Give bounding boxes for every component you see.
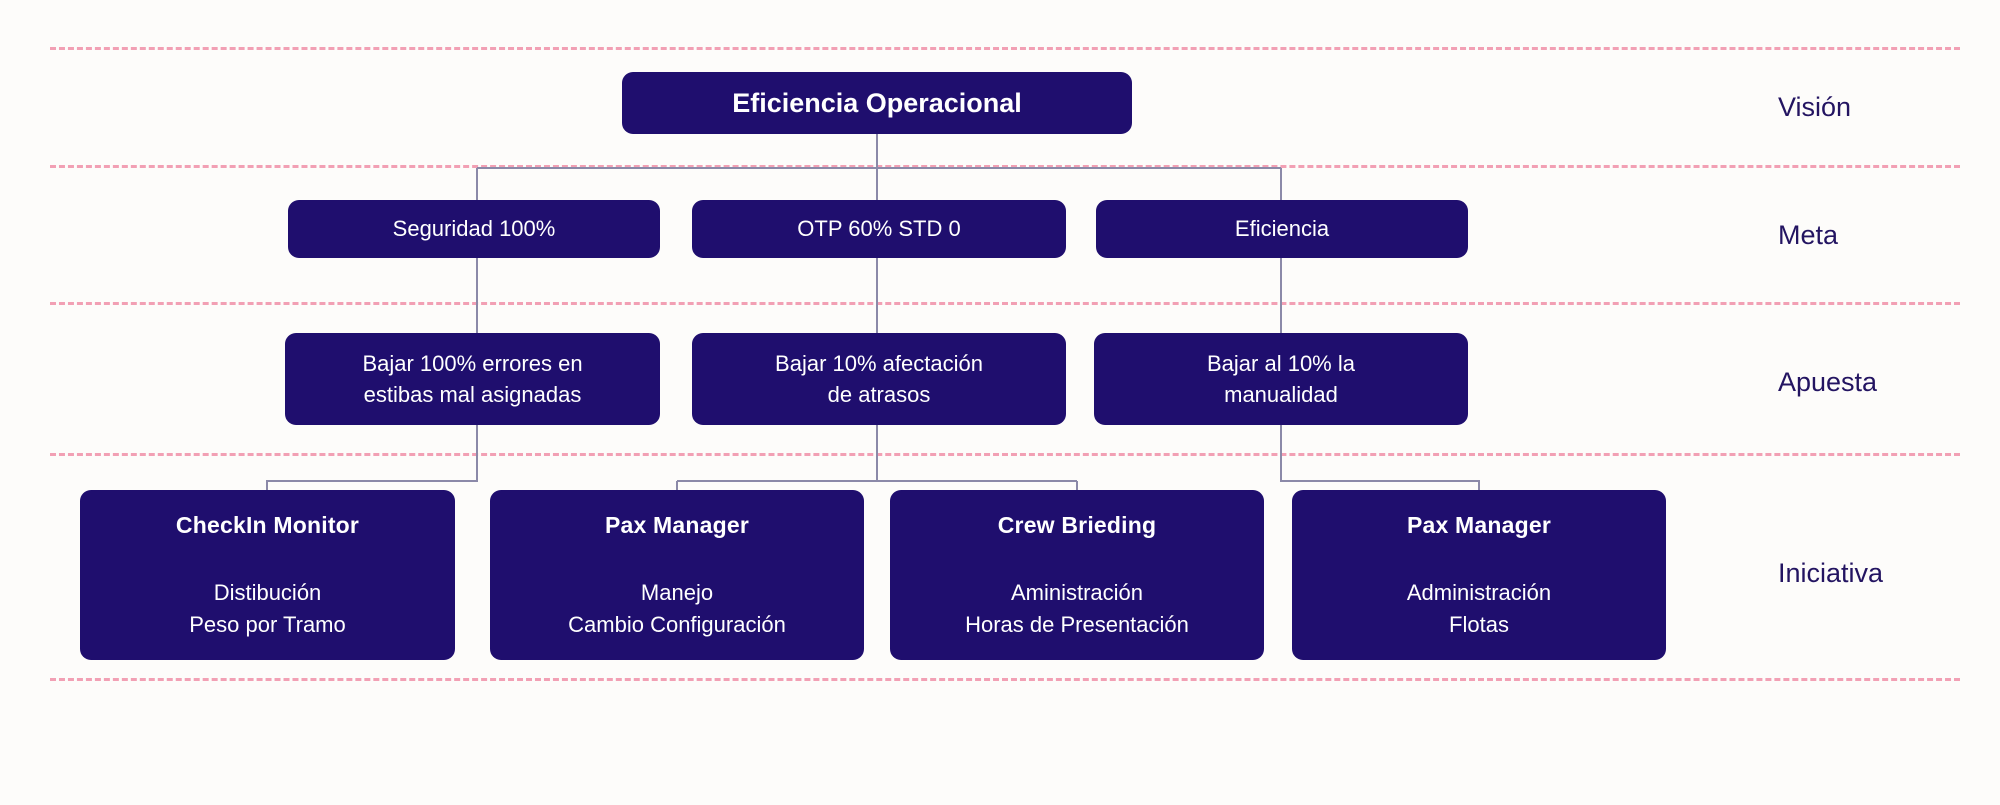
node-meta-label: OTP 60% STD 0 [797,216,961,241]
node-iniciativa-line1: Aministración [1010,580,1144,606]
node-vision-label: Eficiencia Operacional [732,87,1022,118]
node-iniciativa-line1: Distibución [213,580,322,606]
band-divider-vision-meta [50,165,1960,168]
node-iniciativa-crew-brieding[interactable]: Crew Brieding Aministración Horas de Pre… [890,490,1264,660]
node-apuesta-line1: Bajar al 10% la [1207,350,1355,376]
band-label-vision: Visión [1778,92,1852,122]
node-apuesta-line1: Bajar 10% afectación [775,350,983,376]
node-meta-label: Seguridad 100% [392,216,556,241]
node-apuesta-manualidad[interactable]: Bajar al 10% la manualidad [1094,333,1468,425]
node-iniciativa-pax-manager-flotas[interactable]: Pax Manager Administración Flotas [1292,490,1666,660]
node-iniciativa-title: CheckIn Monitor [175,512,360,539]
band-divider-apuesta-iniciativa [50,453,1960,456]
node-apuesta-line2: estibas mal asignadas [363,382,582,407]
band-label-meta: Meta [1778,220,1839,250]
node-apuesta-line2: de atrasos [827,382,931,407]
node-apuesta-estibas[interactable]: Bajar 100% errores en estibas mal asigna… [285,333,660,425]
band-divider-meta-apuesta [50,302,1960,305]
node-apuesta-line1: Bajar 100% errores en [362,350,583,376]
node-meta-eficiencia[interactable]: Eficiencia [1096,200,1468,258]
connector-apuesta2-to-ini3 [1280,425,1480,490]
node-iniciativa-line2: Flotas [1449,611,1509,637]
node-meta-label: Eficiencia [1234,216,1330,241]
node-iniciativa-line2: Horas de Presentación [965,611,1189,637]
node-iniciativa-title: Pax Manager [604,512,750,539]
node-meta-seguridad[interactable]: Seguridad 100% [288,200,660,258]
node-apuesta-line2: manualidad [1224,382,1338,407]
node-iniciativa-pax-manager-configuracion[interactable]: Pax Manager Manejo Cambio Configuración [490,490,864,660]
band-label-apuesta: Apuesta [1778,367,1878,397]
node-iniciativa-title: Crew Brieding [997,512,1157,539]
band-divider-bottom [50,678,1960,681]
band-label-iniciativa: Iniciativa [1778,558,1884,588]
band-divider-top [50,47,1960,50]
node-iniciativa-checkin-monitor[interactable]: CheckIn Monitor Distibución Peso por Tra… [80,490,455,660]
node-iniciativa-line1: Manejo [640,580,714,606]
node-iniciativa-title: Pax Manager [1406,512,1552,539]
node-meta-otp[interactable]: OTP 60% STD 0 [692,200,1066,258]
node-vision-eficiencia-operacional[interactable]: Eficiencia Operacional [622,72,1132,134]
node-apuesta-atrasos[interactable]: Bajar 10% afectación de atrasos [692,333,1066,425]
node-iniciativa-line1: Administración [1406,580,1552,606]
node-iniciativa-line2: Peso por Tramo [189,611,346,637]
node-iniciativa-line2: Cambio Configuración [568,611,786,637]
connector-apuesta0-to-ini0 [266,425,478,490]
